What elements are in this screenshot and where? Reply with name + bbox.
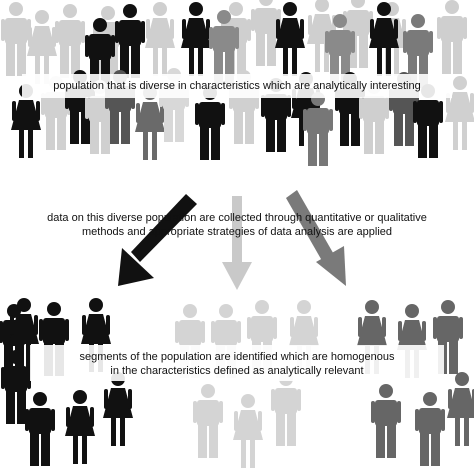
top-caption-band [22,74,452,98]
person-male-icon [55,4,85,78]
bottom-caption-line-1: segments of the population are identifie… [79,351,395,363]
bottom-caption-line-2: in the characteristics defined as analyt… [110,365,364,377]
person-male-icon [415,392,445,466]
middle-caption-line-1: data on this diverse population are coll… [47,212,427,224]
segment-light-gray [175,300,319,468]
bottom-caption-band [30,345,444,381]
middle-caption: data on this diverse population are coll… [0,211,474,239]
person-male-icon [115,4,145,78]
arrows [118,190,346,290]
person-female-icon [27,10,57,84]
person-female-icon [103,372,133,446]
person-male-icon [193,384,223,458]
segment-dark-gray [357,300,474,466]
top-caption: population that is diverse in characteri… [53,80,421,92]
arrow-down-icon [222,196,252,290]
person-female-icon [447,372,474,446]
person-female-icon [181,2,211,76]
bottom-caption: segments of the population are identifie… [0,350,474,378]
person-male-icon [371,384,401,458]
segment-black [0,298,133,466]
person-female-icon [145,2,175,76]
person-male-icon [1,2,31,76]
person-female-icon [65,390,95,464]
person-male-icon [271,372,301,446]
middle-caption-line-2: methods and appropriate strategies of da… [81,226,393,238]
person-male-icon [437,0,467,74]
arrow-down-icon [118,194,197,286]
arrow-down-icon [286,190,346,286]
person-female-icon [233,394,263,468]
person-male-icon [25,392,55,466]
